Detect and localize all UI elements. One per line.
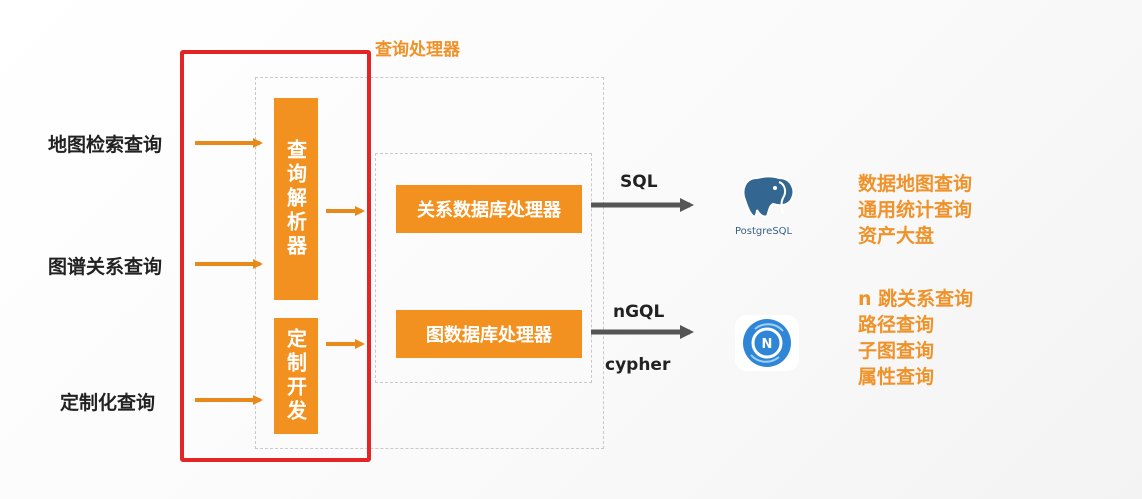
processor-title: 查询处理器 bbox=[375, 40, 460, 60]
edge-label-sql: SQL bbox=[620, 172, 658, 192]
postgresql-logo-text: PostgreSQL bbox=[735, 226, 793, 237]
svg-text:N: N bbox=[762, 337, 773, 352]
graph-db-processor: 图数据库处理器 bbox=[396, 310, 582, 358]
postgresql-logo: PostgreSQL bbox=[735, 172, 815, 242]
relational-db-processor: 关系数据库处理器 bbox=[396, 185, 582, 233]
custom-dev-box: 定制开发 bbox=[274, 318, 318, 434]
edge-label-cypher: cypher bbox=[605, 355, 671, 375]
nebula-graph-icon: N bbox=[735, 315, 799, 371]
input-map-search-query: 地图检索查询 bbox=[48, 134, 163, 156]
elephant-icon bbox=[742, 175, 795, 218]
output-n-hop-relation-query: n 跳关系查询 bbox=[858, 288, 974, 310]
output-data-map-query: 数据地图查询 bbox=[858, 173, 973, 195]
relational-output-list: 数据地图查询 通用统计查询 资产大盘 bbox=[858, 171, 972, 249]
output-general-stats-query: 通用统计查询 bbox=[858, 199, 973, 221]
input-custom-query: 定制化查询 bbox=[60, 392, 156, 414]
db-processors-container bbox=[375, 153, 592, 383]
output-property-query: 属性查询 bbox=[858, 366, 935, 388]
query-parser-box: 查询解析器 bbox=[274, 98, 318, 300]
output-asset-dashboard: 资产大盘 bbox=[858, 225, 935, 247]
edge-label-ngql: nGQL bbox=[613, 302, 665, 322]
nebula-graph-logo: N bbox=[735, 315, 799, 371]
input-graph-relation-query: 图谱关系查询 bbox=[48, 256, 163, 278]
output-path-query: 路径查询 bbox=[858, 314, 935, 336]
output-subgraph-query: 子图查询 bbox=[858, 340, 935, 362]
highlight-frame bbox=[180, 50, 371, 462]
graph-output-list: n 跳关系查询 路径查询 子图查询 属性查询 bbox=[858, 286, 973, 390]
